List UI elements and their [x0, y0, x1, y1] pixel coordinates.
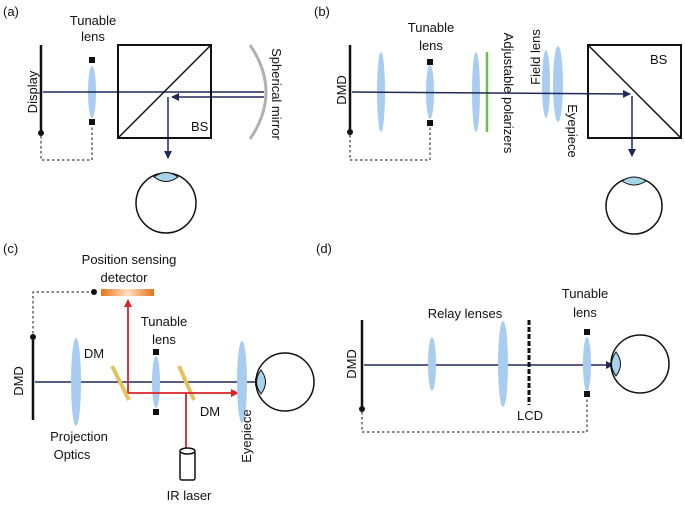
panel-d-relay-lens-1 [428, 337, 436, 391]
panel-d-lens-top-terminal [584, 329, 590, 335]
panel-d-eye [610, 334, 670, 394]
panel-a-eye [135, 172, 197, 234]
panel-a: (a) Tunable lens Display BS Spherical mi… [3, 4, 284, 234]
panel-c-dm-right [177, 365, 196, 401]
panel-c-dmd-label: DMD [11, 366, 26, 396]
panel-b-lens-top-terminal [427, 59, 433, 65]
panel-d-lens-bottom-terminal [584, 391, 590, 397]
panel-b-eyepiece [553, 46, 563, 122]
panel-c-position-detector [101, 289, 154, 296]
panel-a-display-label: Display [25, 70, 40, 113]
panel-d-tunable-lens-label-2: lens [573, 305, 597, 320]
panel-d-dmd-label: DMD [344, 349, 359, 379]
panel-c-projection-lens [71, 338, 81, 426]
panel-c-detector-wire [32, 291, 94, 336]
panel-a-tag: (a) [3, 4, 19, 19]
panel-a-bs-label: BS [191, 119, 209, 134]
panel-c: (c) Position sensing detector DMD Projec… [3, 241, 315, 503]
panel-c-ir-laser [179, 447, 196, 481]
panel-d-lcd-label: LCD [517, 408, 543, 423]
panel-a-bs-diagonal [117, 44, 212, 139]
panel-c-eyepiece-label: Eyepiece [239, 409, 254, 462]
panel-b-eye [605, 176, 663, 235]
panel-b-eyepiece-label: Eyepiece [565, 104, 580, 157]
panel-a-lens-top-terminal [89, 57, 95, 63]
panel-b-tag: (b) [314, 4, 330, 19]
panel-c-eye [255, 352, 315, 412]
panel-b-bs-diagonal [587, 44, 682, 139]
panel-c-tunable-lens-label-1: Tunable [141, 314, 188, 329]
panel-b-dmd-connector [347, 129, 353, 135]
panel-c-lens-bottom-terminal [153, 409, 159, 415]
panel-c-eyepiece [237, 341, 247, 423]
panel-d-tag: (d) [316, 241, 332, 256]
panel-b-tunable-lens-label-1: Tunable [408, 20, 455, 35]
panel-d-tunable-lens [583, 337, 591, 391]
panel-a-control-wire [40, 126, 93, 161]
panel-c-tunable-lens-label-2: lens [152, 332, 176, 347]
panel-c-dm-left [110, 365, 131, 401]
panel-c-detector-label-2: detector [101, 270, 149, 285]
panel-d-dmd-connector [359, 406, 365, 412]
panel-b-field-lens [542, 50, 550, 118]
panel-b-dmd-label: DMD [334, 75, 349, 105]
panel-b-control-wire [349, 127, 431, 161]
panel-c-dmd-connector [30, 334, 36, 340]
panel-d-relay-label: Relay lenses [428, 306, 503, 321]
panel-c-projection-label-1: Projection [50, 429, 108, 444]
panel-c-dm-left-label: DM [84, 346, 104, 361]
panel-b-field-lens-label: Field lens [528, 29, 543, 85]
panel-b-relay-lens [472, 52, 480, 132]
panel-d-control-wire [361, 398, 588, 433]
panel-c-lens-top-terminal [153, 349, 159, 355]
panel-c-tunable-lens [152, 356, 160, 408]
panel-a-lens-bottom-terminal [89, 119, 95, 125]
panel-b-bs-label: BS [650, 52, 668, 67]
panel-c-ir-laser-label: IR laser [167, 488, 212, 503]
panel-d: (d) Relay lenses Tunable lens DMD LCD [316, 241, 670, 433]
panel-b-lens-bottom-terminal [427, 120, 433, 126]
panel-c-detector-label-1: Position sensing [82, 252, 177, 267]
panel-d-tunable-lens-label-1: Tunable [562, 286, 609, 301]
panel-c-tag: (c) [3, 241, 18, 256]
panel-b-tunable-lens-label-2: lens [419, 38, 443, 53]
panel-d-relay-lens-2 [498, 321, 508, 407]
panel-c-projection-label-2: Optics [54, 447, 91, 462]
panel-c-dm-right-label: DM [200, 404, 220, 419]
panel-a-mirror-label: Spherical mirror [269, 48, 284, 140]
panel-a-beam-splitter [117, 44, 212, 139]
panel-b-beam-splitter [587, 44, 682, 139]
panel-b: (b) Tunable lens DMD Adjustable polarize… [314, 4, 682, 235]
panel-a-spherical-mirror [248, 44, 268, 140]
panel-b-beam-forward [351, 89, 631, 98]
panel-a-tunable-lens-label-2: lens [81, 29, 105, 44]
panel-a-tunable-lens-label-1: Tunable [70, 13, 117, 28]
panel-a-display-connector [38, 130, 44, 136]
